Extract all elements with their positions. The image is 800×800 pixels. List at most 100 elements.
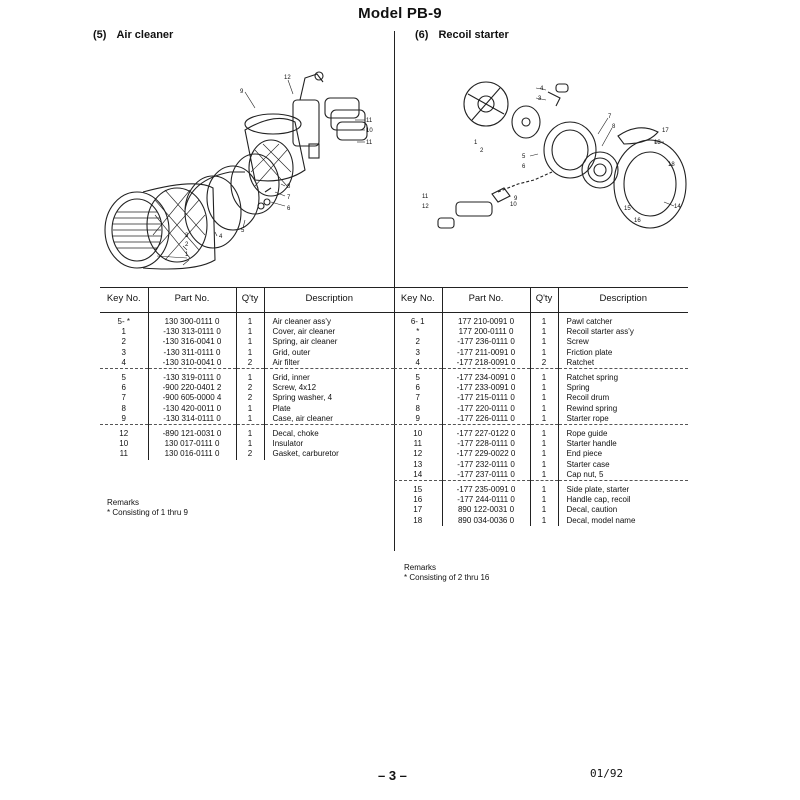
header-part-no: Part No. [147, 287, 236, 311]
key-no-cell: 17 [413, 505, 423, 515]
description-cell: Gasket, carburetor [263, 449, 394, 460]
description-cell: Spring washer, 4 [263, 393, 394, 404]
qty-cell: 2 [235, 393, 264, 404]
group-separator [100, 424, 394, 430]
qty-cell: 1 [235, 373, 264, 384]
part-no-cell: -130 313-0111 0 [147, 327, 236, 338]
rewind-spring-part [581, 151, 619, 189]
qty-cell: 1 [529, 327, 558, 338]
callout-label: 15 [624, 206, 631, 212]
description-cell: Grid, outer [263, 347, 394, 358]
group-separator [394, 424, 688, 430]
description-cell: Ratchet [557, 357, 688, 369]
key-no-cell: 9 [121, 413, 126, 423]
qty-cell: 2 [529, 357, 558, 369]
description-cell: Starter handle [557, 439, 688, 450]
callout-label: 8 [612, 124, 616, 130]
part-no-cell: -900 605-0000 4 [147, 393, 236, 404]
callout-label: 7 [608, 114, 612, 120]
part-no-cell: 177 210-0091 0 [441, 317, 530, 328]
starter-handle-part [455, 201, 493, 217]
description-cell: Recoil starter ass'y [557, 327, 688, 338]
key-no-cell: 7 [121, 393, 126, 403]
part-no-cell: -177 232-0111 0 [441, 459, 530, 470]
callout-label: 12 [422, 204, 429, 210]
key-no-cell: 12 [413, 449, 423, 459]
callout-label: 5 [241, 228, 245, 234]
part-no-cell: 130 016-0111 0 [147, 449, 236, 460]
part-no-cell: -130 311-0111 0 [147, 347, 236, 358]
part-no-cell: -177 234-0091 0 [441, 373, 530, 384]
callout-label: 10 [366, 128, 373, 134]
callout-label: 18 [668, 162, 675, 168]
qty-cell: 1 [529, 505, 558, 516]
key-no-cell: 15 [413, 485, 423, 495]
qty-cell: 1 [235, 347, 264, 358]
description-cell: Spring, air cleaner [263, 337, 394, 348]
part-no-cell: -130 316-0041 0 [147, 337, 236, 348]
qty-cell: 1 [235, 337, 264, 348]
key-no-cell: 6 [415, 383, 420, 393]
header-key-no: Key No. [400, 292, 435, 304]
part-no-cell: -177 218-0091 0 [441, 357, 530, 369]
key-no-cell: 18 [413, 515, 423, 525]
qty-cell: 2 [235, 357, 264, 369]
header-part-no: Part No. [441, 287, 530, 311]
qty-cell: 1 [529, 439, 558, 450]
description-cell: Handle cap, recoil [557, 495, 688, 506]
recoil-drum-part [543, 121, 597, 179]
key-no-cell: 1 [121, 327, 126, 337]
part-no-cell: -177 235-0091 0 [441, 485, 530, 496]
key-no-cell: * [416, 327, 420, 337]
key-no-cell: 16 [413, 495, 423, 505]
qty-cell: 1 [529, 485, 558, 496]
description-cell: Cap nut, 5 [557, 469, 688, 481]
qty-cell: 1 [235, 413, 264, 425]
screw-part [257, 202, 265, 210]
key-no-cell: 5- * [117, 317, 130, 326]
air-cleaner-parts-table: Key No. Part No. Q'ty Description 5- *13… [100, 287, 394, 460]
description-cell: Pawl catcher [557, 317, 688, 328]
part-no-cell: -177 215-0111 0 [441, 393, 530, 404]
header-description: Description [557, 287, 688, 311]
qty-cell: 1 [529, 429, 558, 440]
part-no-cell: -900 220-0401 2 [147, 383, 236, 394]
part-no-cell: -177 211-0091 0 [441, 347, 530, 358]
part-no-cell: 130 017-0111 0 [147, 439, 236, 450]
rope-guide-part [491, 187, 511, 203]
qty-cell: 2 [235, 383, 264, 394]
spring-part [142, 183, 216, 270]
qty-cell: 1 [235, 429, 264, 440]
qty-cell: 1 [529, 449, 558, 460]
callout-label: 10 [510, 202, 517, 208]
key-no-cell: 6 [121, 383, 126, 393]
description-cell: Decal, model name [557, 515, 688, 526]
case-part [244, 117, 306, 182]
key-no-cell: 3 [121, 347, 126, 357]
description-cell: Rewind spring [557, 403, 688, 414]
ratchet-part [547, 91, 561, 107]
key-no-cell: 2 [415, 337, 420, 347]
section-name: Air cleaner [116, 29, 174, 41]
callout-label: 8 [287, 184, 291, 190]
description-cell: Side plate, starter [557, 485, 688, 496]
group-separator [100, 368, 394, 374]
description-cell: Air cleaner ass'y [263, 317, 394, 328]
group-separator [394, 480, 688, 486]
key-no-cell: 8 [415, 403, 420, 413]
callout-label: 3 [185, 233, 189, 239]
